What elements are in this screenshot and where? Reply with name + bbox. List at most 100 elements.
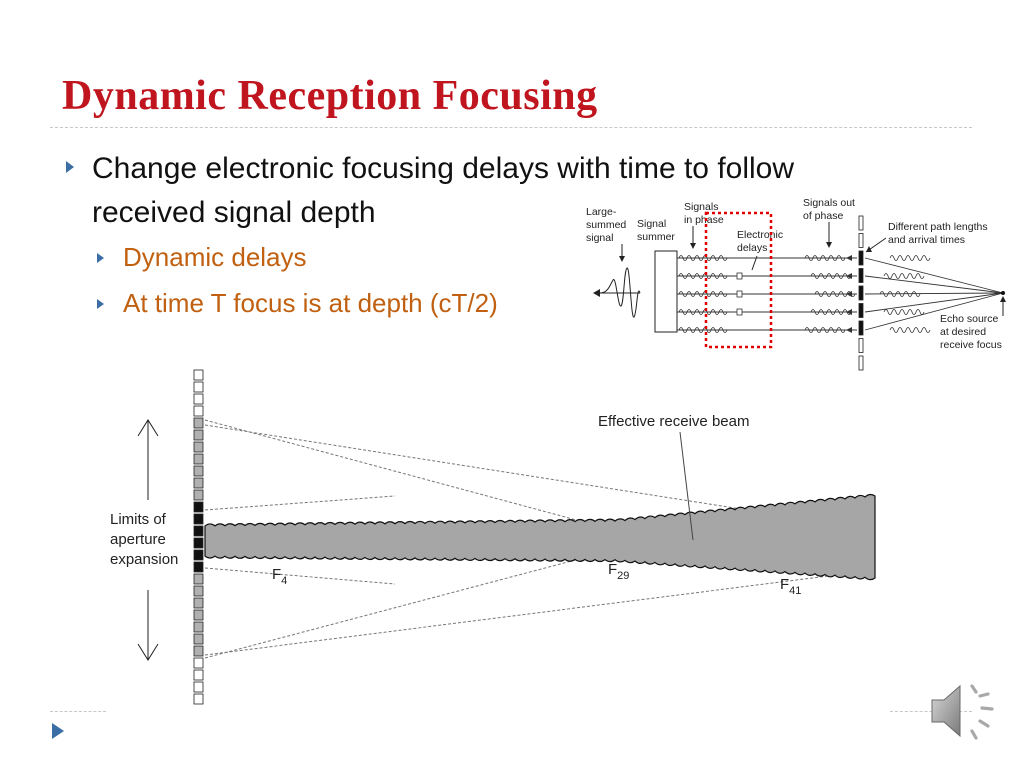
arrow-head bbox=[846, 273, 852, 279]
beam-transducer-array bbox=[193, 369, 204, 705]
top-array-element bbox=[858, 320, 864, 336]
signal-summer-box bbox=[654, 250, 678, 333]
title-divider bbox=[50, 127, 972, 128]
arrow-head bbox=[846, 309, 852, 315]
large-summed-label-3: signal bbox=[586, 232, 613, 244]
focus-label-f41: F41 bbox=[780, 576, 801, 597]
aperture-element bbox=[193, 489, 204, 501]
echo-source-point bbox=[1001, 291, 1005, 295]
out-of-phase-wave bbox=[804, 327, 846, 333]
top-array-element bbox=[858, 338, 864, 353]
aperture-element bbox=[193, 477, 204, 489]
aperture-element bbox=[193, 429, 204, 441]
out-of-phase-label-1: Signals out bbox=[803, 197, 855, 209]
top-array-element bbox=[858, 268, 864, 283]
echo-ray bbox=[864, 275, 1004, 294]
bullet-arrow-icon bbox=[66, 161, 74, 173]
aperture-element bbox=[193, 441, 204, 453]
sub-bullet-dynamic-delays: Dynamic delays bbox=[123, 242, 307, 272]
echo-source-label-3: receive focus bbox=[940, 339, 1002, 351]
electronic-delays-label-2: delays bbox=[737, 242, 767, 254]
in-phase-wave bbox=[678, 291, 728, 297]
top-array-element bbox=[858, 233, 864, 248]
aperture-element bbox=[193, 537, 204, 549]
top-array-element bbox=[858, 215, 864, 231]
aperture-element bbox=[193, 561, 204, 573]
path-lengths-label-2: and arrival times bbox=[888, 234, 965, 246]
aperture-limit-arrows bbox=[137, 419, 159, 661]
electronic-delays-label-1: Electronic bbox=[737, 229, 783, 241]
top-array-element bbox=[858, 355, 864, 371]
delay-element bbox=[736, 290, 743, 298]
dynamic-focus-beam-diagram: Effective receive beam Limits of apertur… bbox=[110, 369, 876, 705]
aperture-element bbox=[193, 621, 204, 633]
in-phase-label-1: Signals bbox=[684, 201, 718, 213]
out-of-phase-wave bbox=[814, 291, 856, 297]
aperture-element bbox=[193, 681, 204, 693]
sub-bullet-arrow-icon bbox=[97, 253, 104, 263]
arrow-head bbox=[846, 327, 852, 333]
in-phase-wave bbox=[678, 309, 728, 315]
summer-label-2: summer bbox=[637, 231, 675, 243]
summed-waveform bbox=[599, 267, 641, 318]
effective-beam-label: Effective receive beam bbox=[598, 413, 749, 430]
next-slide-arrow-icon[interactable] bbox=[51, 722, 65, 740]
path-lengths-label-1: Different path lengths bbox=[888, 221, 988, 233]
top-array-element bbox=[858, 303, 864, 318]
top-array-element bbox=[858, 250, 864, 266]
out-of-phase-wave bbox=[810, 309, 852, 315]
aperture-element bbox=[193, 453, 204, 465]
large-summed-label-1: Large- bbox=[586, 206, 617, 218]
aperture-element bbox=[193, 597, 204, 609]
arrival-wave bbox=[889, 327, 931, 333]
echo-ray bbox=[864, 292, 1004, 313]
out-of-phase-label-2: of phase bbox=[803, 210, 843, 222]
reception-focusing-diagram: Large- summed signal Signal summer Signa… bbox=[586, 197, 1006, 371]
aperture-element bbox=[193, 381, 204, 393]
footer-divider-right bbox=[890, 711, 972, 712]
aperture-element bbox=[193, 585, 204, 597]
aperture-element bbox=[193, 525, 204, 537]
summer-label-1: Signal bbox=[637, 218, 666, 230]
aperture-element bbox=[193, 369, 204, 381]
main-bullet: Change electronic focusing delays with t… bbox=[92, 152, 795, 229]
beam-label-leader bbox=[679, 431, 694, 541]
aperture-element bbox=[193, 501, 204, 513]
echo-source-label-2: at desired bbox=[940, 326, 986, 338]
echo-ray bbox=[864, 257, 1004, 294]
aperture-element bbox=[193, 393, 204, 405]
aperture-element bbox=[193, 693, 204, 705]
sub-bullet-focus-depth: At time T focus is at depth (cT/2) bbox=[123, 288, 498, 318]
arrow-head bbox=[846, 255, 852, 261]
delay-element bbox=[736, 308, 743, 316]
in-phase-wave bbox=[678, 327, 728, 333]
aperture-element bbox=[193, 669, 204, 681]
top-array-element bbox=[858, 285, 864, 301]
slide-title: Dynamic Reception Focusing bbox=[62, 73, 598, 119]
aperture-element bbox=[193, 417, 204, 429]
large-summed-label-2: summed bbox=[586, 219, 626, 231]
aperture-element bbox=[193, 657, 204, 669]
top-transducer-array bbox=[858, 215, 864, 371]
aperture-element bbox=[193, 645, 204, 657]
arrival-wave bbox=[883, 309, 925, 315]
arrival-wave bbox=[883, 273, 925, 279]
top-channel-lines bbox=[677, 255, 1005, 333]
out-of-phase-wave bbox=[804, 255, 846, 261]
electronic-delays-highlight bbox=[704, 211, 773, 349]
aperture-element bbox=[193, 609, 204, 621]
limits-label-1: Limits of bbox=[110, 511, 167, 528]
focus-label-f4: F4 bbox=[272, 566, 287, 587]
echo-ray bbox=[864, 292, 1004, 295]
delay-element bbox=[736, 272, 743, 280]
in-phase-wave bbox=[678, 273, 728, 279]
in-phase-label-2: in phase bbox=[684, 214, 724, 226]
effective-receive-beam bbox=[204, 493, 876, 581]
aperture-element bbox=[193, 405, 204, 417]
aperture-element bbox=[193, 465, 204, 477]
echo-source-label-1: Echo source bbox=[940, 313, 999, 325]
speaker-icon[interactable] bbox=[928, 676, 998, 746]
aperture-element bbox=[193, 549, 204, 561]
sub-bullet-arrow-icon bbox=[97, 299, 104, 309]
aperture-element bbox=[193, 513, 204, 525]
